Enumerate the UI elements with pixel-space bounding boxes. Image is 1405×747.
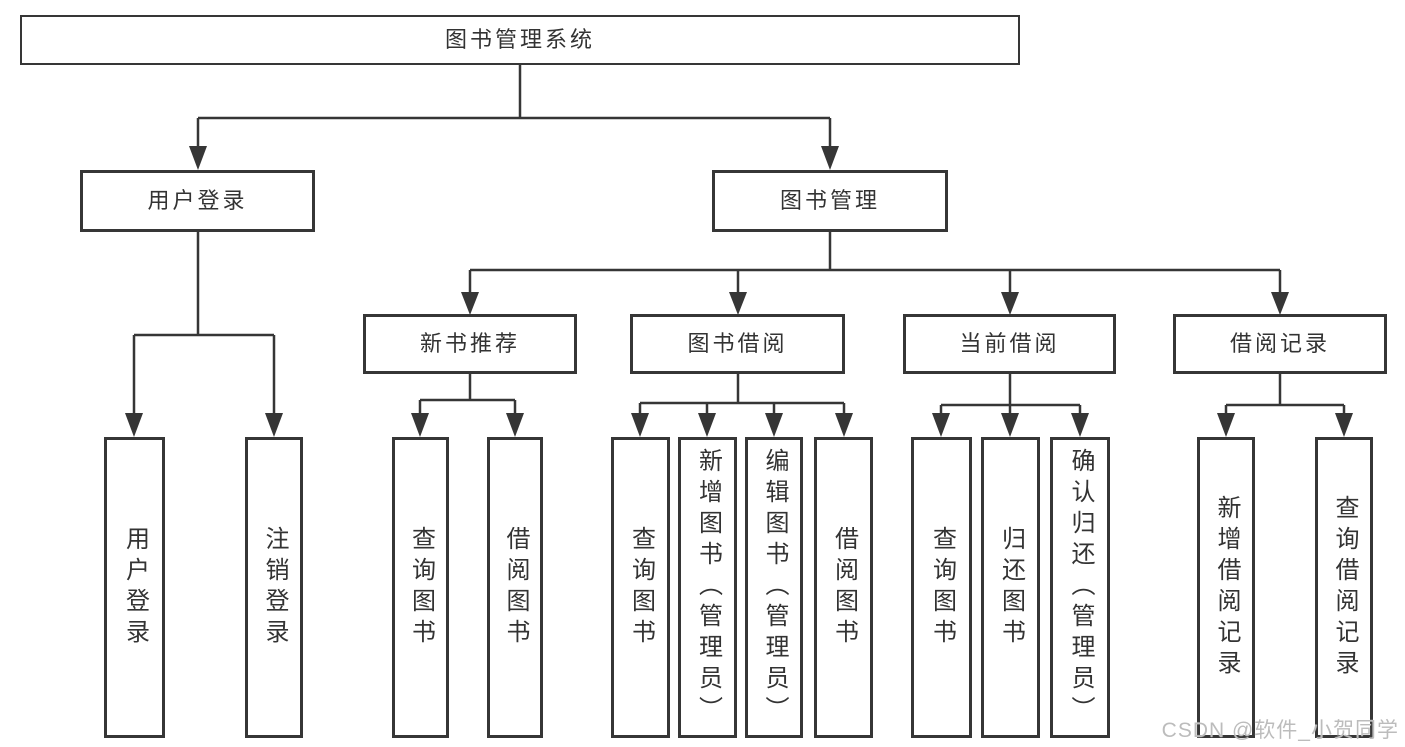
csdn-watermark: CSDN @软件_小贺同学 xyxy=(1161,719,1399,742)
leaf-query-books-current: 查询图书 xyxy=(911,437,972,738)
leaf-edit-books-admin: 编辑图书（管理员） xyxy=(745,437,803,738)
leaf-confirm-return-admin: 确认归还（管理员） xyxy=(1050,437,1110,738)
leaf-return-books: 归还图书 xyxy=(981,437,1040,738)
node-book-management-branch: 图书管理 xyxy=(712,170,948,232)
node-library-management-system: 图书管理系统 xyxy=(20,15,1020,65)
node-current-borrow: 当前借阅 xyxy=(903,314,1116,374)
leaf-user-login: 用户登录 xyxy=(104,437,165,738)
leaf-query-books-recommend: 查询图书 xyxy=(392,437,449,738)
leaf-add-books-admin: 新增图书（管理员） xyxy=(678,437,737,738)
node-borrow-record: 借阅记录 xyxy=(1173,314,1387,374)
leaf-borrow-books-recommend: 借阅图书 xyxy=(487,437,543,738)
leaf-borrow-books: 借阅图书 xyxy=(814,437,873,738)
node-user-login-branch: 用户登录 xyxy=(80,170,315,232)
node-new-book-recommend: 新书推荐 xyxy=(363,314,577,374)
leaf-add-borrow-record: 新增借阅记录 xyxy=(1197,437,1255,738)
leaf-query-borrow-record: 查询借阅记录 xyxy=(1315,437,1373,738)
leaf-query-books-borrow: 查询图书 xyxy=(611,437,670,738)
node-book-borrow: 图书借阅 xyxy=(630,314,845,374)
leaf-logout: 注销登录 xyxy=(245,437,303,738)
